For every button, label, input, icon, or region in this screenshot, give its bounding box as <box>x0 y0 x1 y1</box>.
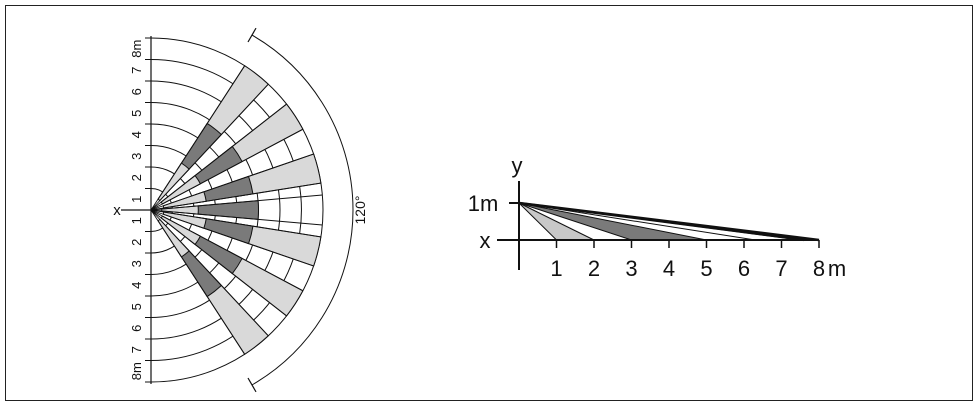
distance-label: 5 <box>129 303 144 310</box>
top-view-diagram: 1 1 2 2 3 3 4 4 5 5 6 6 7 7 8m 8m x 120° <box>113 27 368 393</box>
x-axis-label-side: x <box>480 228 491 253</box>
x-tick-label: 2 <box>588 256 600 281</box>
distance-label: 2 <box>129 174 144 181</box>
distance-label: 1 <box>129 217 144 224</box>
distance-label: 3 <box>129 153 144 160</box>
distance-label: 4 <box>129 282 144 289</box>
x-tick-label: 6 <box>738 256 750 281</box>
angle-arc-end <box>247 27 257 43</box>
x-tick-label: 5 <box>700 256 712 281</box>
distance-label: 8m <box>129 362 144 380</box>
x-tick-label: 1 <box>550 256 562 281</box>
side-axes <box>497 181 820 270</box>
distance-label: 8m <box>129 40 144 58</box>
distance-label: 5 <box>129 110 144 117</box>
x-tick-label: 3 <box>625 256 637 281</box>
beam-line <box>518 202 820 241</box>
x-tick-label: 7 <box>775 256 787 281</box>
zone-ray <box>150 153 314 211</box>
distance-label: 1 <box>129 196 144 203</box>
height-label: 1m <box>468 191 499 216</box>
angle-label: 120° <box>352 196 368 225</box>
range-arc <box>150 59 302 361</box>
angle-arc-end <box>247 377 257 393</box>
zone-ray <box>150 209 321 238</box>
zone-ray <box>150 209 287 317</box>
detection-zones <box>150 65 323 355</box>
x-tick-label: 8 <box>813 256 825 281</box>
distance-label: 7 <box>129 346 144 353</box>
distance-label: 7 <box>129 67 144 74</box>
side-detection-zones <box>518 201 820 242</box>
zone-ray <box>150 103 287 211</box>
distance-axis: 1 1 2 2 3 3 4 4 5 5 6 6 7 7 8m 8m <box>121 36 152 384</box>
zone-ray <box>150 209 314 267</box>
zone-ray <box>150 209 246 355</box>
distance-label: 4 <box>129 131 144 138</box>
distance-label: 3 <box>129 260 144 267</box>
range-arc <box>150 80 281 340</box>
zone-ray <box>150 65 246 211</box>
zone-ray <box>150 209 269 337</box>
range-arc <box>150 37 324 383</box>
distance-label: 6 <box>129 88 144 95</box>
zone-ray <box>150 128 304 211</box>
angle-indicator <box>247 27 354 393</box>
zone-ray <box>150 194 323 211</box>
angle-arc <box>251 34 354 386</box>
x-axis-label: x <box>113 202 121 219</box>
y-axis-label: y <box>512 153 523 178</box>
distance-label: 6 <box>129 325 144 332</box>
zone-ray <box>150 83 269 211</box>
x-unit-label: m <box>828 256 846 281</box>
x-tick-label: 4 <box>663 256 675 281</box>
zone-ray <box>150 209 323 226</box>
distance-label: 2 <box>129 239 144 246</box>
zone-ray <box>150 209 304 292</box>
zone-ray <box>150 182 321 211</box>
